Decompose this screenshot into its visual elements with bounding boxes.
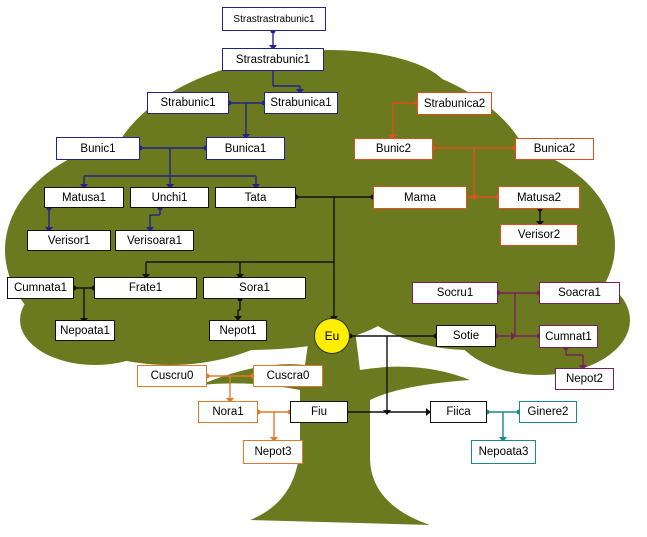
node-mama[interactable]: Mama [373,186,467,209]
connector-arrowhead [389,135,397,140]
tree-foliage-shape [200,330,470,525]
node-sora1[interactable]: Sora1 [203,277,306,299]
connector-arrowhead [296,89,304,94]
connector-arrowhead [236,274,244,279]
connector-arrowhead [252,184,260,189]
node-nora1[interactable]: Nora1 [198,401,258,423]
node-bunica1[interactable]: Bunica1 [206,137,285,160]
connector-arrowhead [80,184,88,189]
node-strabunica1[interactable]: Strabunica1 [264,92,338,114]
node-strabunica2[interactable]: Strabunica2 [417,92,492,115]
node-strabunic1[interactable]: Strabunic1 [147,92,229,114]
node-verisor1[interactable]: Verisor1 [27,230,111,251]
connector-arrowhead [45,227,53,232]
node-cumnata1[interactable]: Cumnata1 [7,277,74,299]
connector-arrowhead [146,227,154,232]
node-fiica[interactable]: Fiica [430,401,487,423]
connector-arrowhead [383,410,391,415]
node-bunic2[interactable]: Bunic2 [354,138,433,160]
node-nepot3[interactable]: Nepot3 [243,440,303,464]
connector-arrowhead [269,45,277,50]
node-eu-self[interactable]: Eu [314,318,350,354]
connector-arrowhead [234,316,242,321]
node-matusa1[interactable]: Matusa1 [44,187,124,208]
node-tata[interactable]: Tata [215,187,296,208]
connector-arrowhead [499,437,507,442]
node-fiu[interactable]: Fiu [290,401,348,423]
connector-arrowhead [270,437,278,442]
node-socru1[interactable]: Socru1 [412,282,498,304]
node-verisor2[interactable]: Verisor2 [500,224,578,246]
connector-arrowhead [579,365,587,370]
node-strastrastrabunic1[interactable]: Strastrastrabunic1 [222,7,326,31]
connector-arrowhead [226,398,234,403]
connector-arrowhead [142,274,150,279]
node-cumnat1[interactable]: Cumnat1 [539,325,598,348]
node-matusa2[interactable]: Matusa2 [498,186,580,209]
connector-arrowhead [426,408,431,416]
node-unchi1[interactable]: Unchi1 [130,187,209,208]
node-strastrabunic1[interactable]: Strastrabunic1 [222,48,324,71]
connector-arrowhead [511,332,516,340]
node-nepot1[interactable]: Nepot1 [209,320,267,341]
node-cuscru0[interactable]: Cuscru0 [137,365,207,387]
connector-arrowhead [470,195,478,200]
connectors-in-laws [496,292,584,367]
connectors-son-in-laws [207,375,290,439]
node-bunic1[interactable]: Bunic1 [56,137,140,160]
node-nepoata1[interactable]: Nepoata1 [55,320,115,341]
node-nepot2[interactable]: Nepot2 [555,368,614,390]
node-cuscra0[interactable]: Cuscra0 [253,365,323,387]
connector-arrowhead [536,221,544,226]
node-verisoara1[interactable]: Verisoara1 [115,230,194,251]
connector-arrowhead [242,134,250,139]
connectors-daughter-in-laws [487,411,519,439]
connectors-paternal [48,31,301,229]
node-sotie[interactable]: Sotie [436,325,496,347]
connectors-group [48,31,584,439]
arrows-group [45,45,587,442]
node-nepoata3[interactable]: Nepoata3 [471,440,536,464]
node-bunica2[interactable]: Bunica2 [515,138,594,160]
node-ginere2[interactable]: Ginere2 [519,401,577,423]
node-soacra1[interactable]: Soacra1 [539,282,620,304]
connector-arrowhead [166,184,174,189]
node-frate1[interactable]: Frate1 [94,277,197,299]
